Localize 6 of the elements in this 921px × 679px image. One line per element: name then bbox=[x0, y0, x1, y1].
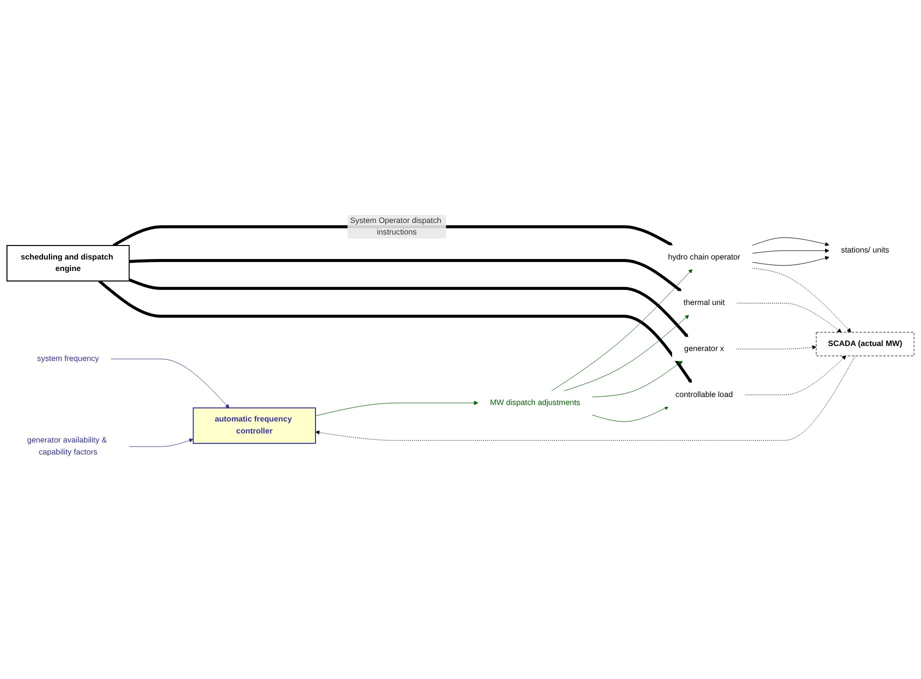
arrow bbox=[129, 258, 682, 292]
node-box bbox=[6, 244, 130, 282]
arrow bbox=[98, 280, 692, 384]
node-box bbox=[816, 332, 914, 356]
arrow bbox=[128, 278, 688, 338]
node-box bbox=[192, 407, 316, 444]
